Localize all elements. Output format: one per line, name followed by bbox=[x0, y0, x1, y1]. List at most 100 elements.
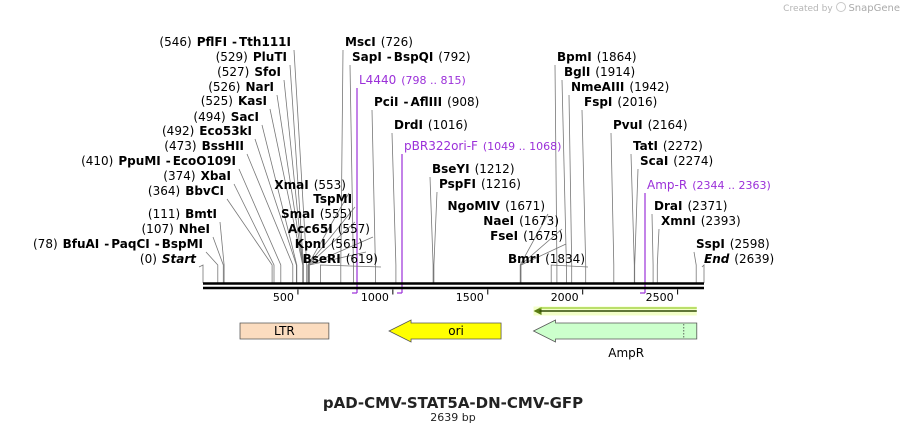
site-leader-line bbox=[269, 108, 304, 283]
site-label-part: L4440 bbox=[359, 73, 396, 87]
site-leader-line bbox=[581, 109, 587, 283]
site-label-part: Amp-R bbox=[647, 178, 687, 192]
restriction-site-label: (526)NarI bbox=[208, 80, 274, 94]
site-leader-line bbox=[233, 183, 275, 283]
site-label-part: (798 .. 815) bbox=[401, 74, 466, 87]
site-label-part: (553) bbox=[314, 178, 346, 192]
site-label-part: (1216) bbox=[481, 177, 521, 191]
site-leader-line bbox=[429, 176, 434, 283]
site-leader-line bbox=[219, 221, 225, 283]
site-leader-line bbox=[550, 264, 589, 283]
site-leader-line bbox=[309, 251, 367, 283]
site-leader-line bbox=[568, 94, 573, 283]
site-leader-line bbox=[630, 153, 635, 283]
site-label-part: PvuI bbox=[613, 118, 643, 132]
site-leader-line bbox=[701, 264, 705, 283]
site-leader-line bbox=[320, 264, 382, 283]
site-label-part: BseYI bbox=[432, 162, 470, 176]
restriction-site-label: (473)BssHII bbox=[164, 139, 244, 153]
site-label-part: NheI bbox=[179, 222, 210, 236]
site-label-part: ScaI bbox=[640, 154, 668, 168]
site-leader-line bbox=[693, 251, 697, 283]
site-label-part: (2639) bbox=[734, 252, 774, 266]
feature-ltr: LTR bbox=[239, 322, 330, 340]
site-label-part: SacI bbox=[231, 110, 259, 124]
site-label-part: End bbox=[704, 252, 730, 266]
feature-label: LTR bbox=[274, 324, 295, 338]
restriction-site-label: (111) BmtI bbox=[148, 207, 217, 221]
restriction-site-label: DraI(2371) bbox=[654, 199, 727, 213]
site-label-part: (492) bbox=[162, 124, 194, 138]
site-label-part: (1864) bbox=[597, 50, 637, 64]
site-label-part: (1675) bbox=[523, 229, 563, 243]
site-label-part: DraI bbox=[654, 199, 682, 213]
site-label-part: - bbox=[387, 50, 392, 64]
site-label-part: BbvCI bbox=[185, 184, 224, 198]
site-label-part: NarI bbox=[246, 80, 275, 94]
restriction-site-label: (410)PpuMI- EcoO109I bbox=[81, 154, 236, 168]
site-label-part: (1914) bbox=[595, 65, 635, 79]
site-leader-line bbox=[198, 264, 204, 283]
site-leader-line bbox=[212, 236, 224, 283]
watermark-brand: SnapGene bbox=[848, 3, 900, 14]
restriction-site-label: BglI (1914) bbox=[564, 65, 635, 79]
restriction-site-label: BseRI(619) bbox=[303, 252, 378, 266]
site-label-part: (908) bbox=[447, 95, 479, 109]
site-leader-line bbox=[610, 132, 615, 283]
site-leader-line bbox=[561, 79, 567, 283]
site-label-part: (2164) bbox=[648, 118, 688, 132]
restriction-site-label: NgoMIV (1671) bbox=[448, 199, 546, 213]
restriction-site-label: (364)BbvCI bbox=[148, 184, 224, 198]
site-label-part: BmtI bbox=[185, 207, 217, 221]
site-label-part: EcoO109I bbox=[173, 154, 236, 168]
site-leader-line bbox=[651, 213, 654, 283]
site-label-part: AflIII bbox=[411, 95, 443, 109]
site-label-part: (527) bbox=[217, 65, 249, 79]
site-leader-line bbox=[238, 168, 282, 283]
site-label-part: (1212) bbox=[475, 162, 515, 176]
site-leader-line bbox=[656, 228, 660, 283]
feature-shape bbox=[239, 322, 330, 340]
plasmid-name: pAD-CMV-STAT5A-DN-CMV-GFP bbox=[322, 394, 584, 412]
site-label-part: (546) bbox=[159, 35, 191, 49]
restriction-site-label: DrdI(1016) bbox=[394, 118, 468, 132]
site-label-part: NaeI bbox=[483, 214, 514, 228]
site-label-part: BglI bbox=[564, 65, 590, 79]
site-label-part: MscI bbox=[345, 35, 376, 49]
restriction-site-label: NaeI(1673) bbox=[483, 214, 559, 228]
site-label-part: PaqCI bbox=[111, 237, 149, 251]
restriction-site-label: PspFI(1216) bbox=[439, 177, 521, 191]
site-leader-line bbox=[308, 236, 374, 283]
site-label-part: (792) bbox=[438, 50, 470, 64]
site-leader-line bbox=[254, 138, 297, 283]
site-label-part: - bbox=[155, 237, 160, 251]
restriction-site-label: (492)Eco53kI bbox=[162, 124, 252, 138]
restriction-site-label: XmaI (553) bbox=[274, 178, 346, 192]
site-label-part: SfoI bbox=[254, 65, 281, 79]
site-label-part: (2393) bbox=[701, 214, 741, 228]
site-label-part: pBR322ori-F bbox=[404, 139, 478, 153]
site-label-part: (494) bbox=[193, 110, 225, 124]
site-label-part: PciI bbox=[374, 95, 399, 109]
site-label-part: NgoMIV bbox=[448, 199, 501, 213]
site-label-part: SapI bbox=[352, 50, 382, 64]
restriction-site-label: (107)NheI bbox=[142, 222, 211, 236]
site-label-part: Start bbox=[162, 252, 197, 266]
site-label-part: (557) bbox=[338, 222, 370, 236]
restriction-site-label: SapI- BspQI(792) bbox=[352, 50, 471, 64]
restriction-site-label: (0) Start bbox=[140, 252, 197, 266]
feature-shape bbox=[532, 319, 698, 343]
site-label-part: (374) bbox=[163, 169, 195, 183]
restriction-site-label: L4440 (798 .. 815) bbox=[359, 73, 466, 87]
site-label-part: KpnI bbox=[295, 237, 326, 251]
site-leader-line bbox=[205, 251, 219, 283]
site-label-part: (111) bbox=[148, 207, 180, 221]
site-label-part: (0) bbox=[140, 252, 157, 266]
site-label-part: (1671) bbox=[505, 199, 545, 213]
site-label-part: Acc65I bbox=[288, 222, 333, 236]
restriction-site-label: BpmI(1864) bbox=[557, 50, 637, 64]
site-label-part: (410) bbox=[81, 154, 113, 168]
site-label-part: (525) bbox=[201, 94, 233, 108]
site-label-part: XmaI bbox=[274, 178, 308, 192]
site-label-part: - bbox=[232, 35, 237, 49]
